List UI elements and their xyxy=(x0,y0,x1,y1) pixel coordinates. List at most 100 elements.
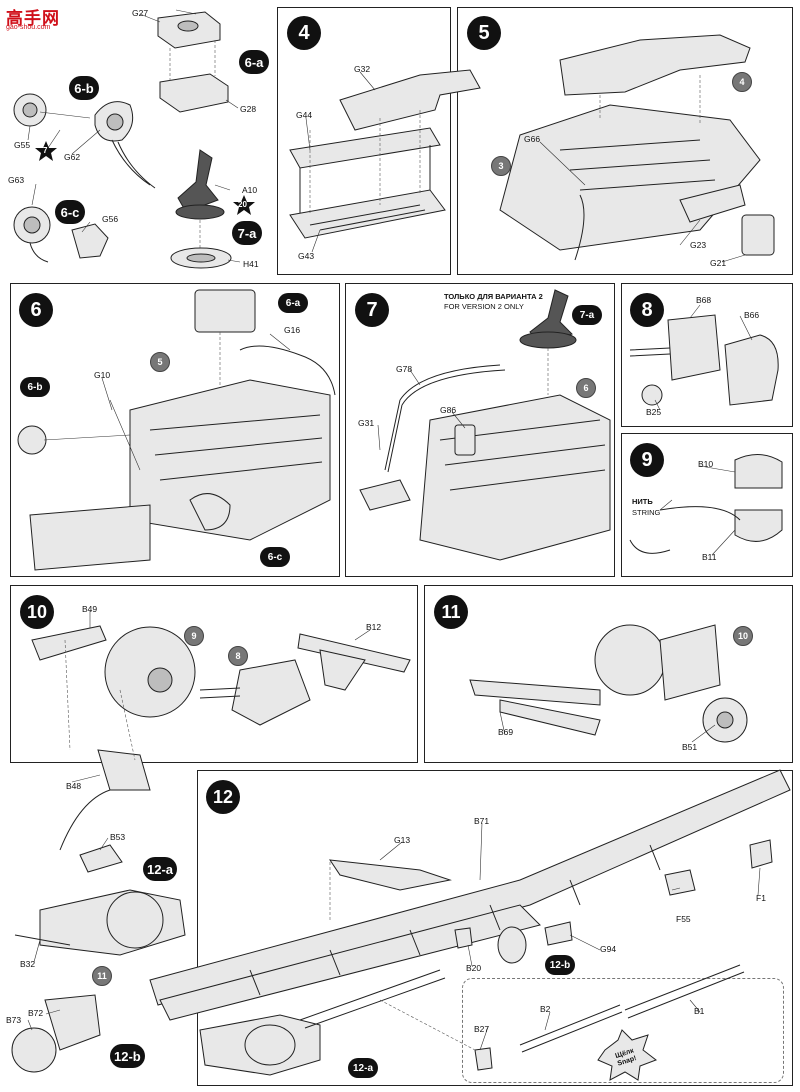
part-label-b72: B72 xyxy=(28,1008,44,1018)
star-icon xyxy=(233,195,255,215)
star-20-label: 20 xyxy=(238,200,247,209)
star-icon xyxy=(35,141,57,161)
part-label-g31: G31 xyxy=(358,418,375,428)
pump-6c-drawing xyxy=(13,206,109,263)
part-label-b71: B71 xyxy=(474,816,490,826)
intake-manifold-drawing xyxy=(289,69,481,239)
ref-step-6: 6 xyxy=(576,378,596,398)
gearbox-step8-drawing xyxy=(629,314,779,406)
part-label-g13: G13 xyxy=(394,835,411,845)
subassembly-12b-ref-step12: 12-b xyxy=(545,955,575,975)
engine-step7-drawing xyxy=(359,289,611,561)
subassembly-6c-ref-step6: 6-c xyxy=(260,547,290,567)
subassembly-6b-tag: 6-b xyxy=(69,76,99,100)
version-note-ru: ТОЛЬКО ДЛЯ ВАРИАНТА 2 xyxy=(444,292,543,301)
version-note-en: FOR VERSION 2 ONLY xyxy=(444,302,524,311)
part-label-g78: G78 xyxy=(396,364,413,374)
part-label-g86: G86 xyxy=(440,405,457,415)
axle-step11-drawing xyxy=(469,624,748,743)
step-8-number: 8 xyxy=(630,293,664,327)
part-label-a10: A10 xyxy=(242,185,258,195)
part-label-g66: G66 xyxy=(524,134,541,144)
part-label-b12: B12 xyxy=(366,622,382,632)
part-label-g43: G43 xyxy=(298,251,315,261)
drum-step9-drawing xyxy=(629,454,783,554)
step-11-number: 11 xyxy=(434,595,468,629)
ref-step-4: 4 xyxy=(732,72,752,92)
part-label-g56: G56 xyxy=(102,214,119,224)
string-note-ru: НИТЬ xyxy=(632,497,653,506)
part-label-b20: B20 xyxy=(466,963,482,973)
part-label-g63: G63 xyxy=(8,175,25,185)
part-label-b69: B69 xyxy=(498,727,514,737)
part-label-g55: G55 xyxy=(14,140,31,150)
part-label-b51: B51 xyxy=(682,742,698,752)
leader-lines xyxy=(27,13,761,1051)
part-label-b2: B2 xyxy=(540,1004,551,1014)
part-label-g62: G62 xyxy=(64,152,81,162)
star-7-marker: 7 xyxy=(34,140,58,162)
engine-step5-drawing xyxy=(499,34,775,261)
ref-step-3: 3 xyxy=(491,156,511,176)
part-label-f55: F55 xyxy=(676,914,691,924)
part-label-h41: H41 xyxy=(243,259,259,269)
part-label-b10: B10 xyxy=(698,459,714,469)
part-label-g27: G27 xyxy=(132,8,149,18)
part-label-g28: G28 xyxy=(240,104,257,114)
engine-step6-drawing xyxy=(17,289,336,571)
part-label-g16: G16 xyxy=(284,325,301,335)
ref-step-11: 11 xyxy=(92,966,112,986)
frame-step12-drawing xyxy=(149,769,791,1076)
shift-boot-drawing xyxy=(170,149,232,269)
ref-step-9: 9 xyxy=(184,626,204,646)
part-label-g32: G32 xyxy=(354,64,371,74)
part-label-b53: B53 xyxy=(110,832,126,842)
star-7-label: 7 xyxy=(43,146,48,155)
part-label-b73: B73 xyxy=(6,1015,22,1025)
part-label-b27: B27 xyxy=(474,1024,490,1034)
subassembly-6b-ref-step6: 6-b xyxy=(20,377,50,397)
step-10-number: 10 xyxy=(20,595,54,629)
part-label-g21: G21 xyxy=(710,258,727,268)
part-label-b48: B48 xyxy=(66,781,82,791)
subassembly-7a-ref-step7: 7-a xyxy=(572,305,602,325)
subassembly-12a-tag: 12-a xyxy=(143,857,178,881)
winch-assembly-12a-drawing xyxy=(11,844,186,1073)
part-label-b68: B68 xyxy=(696,295,712,305)
part-label-f1: F1 xyxy=(756,893,766,903)
turbo-6b-drawing xyxy=(13,93,156,189)
part-label-g44: G44 xyxy=(296,110,313,120)
subassembly-6a-tag: 6-a xyxy=(239,50,269,74)
site-logo: 高手网 gao-shou.com xyxy=(4,4,74,32)
subassembly-12b-tag: 12-b xyxy=(110,1044,145,1068)
string-note-en: STRING xyxy=(632,508,661,517)
winch-step10-drawing xyxy=(31,625,411,851)
part-label-b1: B1 xyxy=(694,1006,705,1016)
step-12-number: 12 xyxy=(206,780,240,814)
part-label-b25: B25 xyxy=(646,407,662,417)
subassembly-6a-ref-step6: 6-a xyxy=(278,293,308,313)
part-label-g10: G10 xyxy=(94,370,111,380)
ref-step-8: 8 xyxy=(228,646,248,666)
part-label-b11: B11 xyxy=(702,552,717,562)
step-5-number: 5 xyxy=(467,16,501,50)
logo-title: 高手网 xyxy=(6,9,60,28)
ref-step-5: 5 xyxy=(150,352,170,372)
part-label-g23: G23 xyxy=(690,240,707,250)
part-label-b32: B32 xyxy=(20,959,36,969)
step-6-number: 6 xyxy=(19,293,53,327)
step-4-number: 4 xyxy=(287,16,321,50)
step-9-number: 9 xyxy=(630,443,664,477)
step-7-number: 7 xyxy=(355,293,389,327)
click-burst-shape xyxy=(597,1029,658,1081)
reservoir-drawing xyxy=(157,9,239,113)
subassembly-12a-ref-step12: 12-a xyxy=(348,1058,378,1078)
part-label-b66: B66 xyxy=(744,310,760,320)
star-20-marker: 20 xyxy=(232,194,256,216)
subassembly-6c-tag: 6-c xyxy=(55,200,85,224)
ref-step-10: 10 xyxy=(733,626,753,646)
part-label-g94: G94 xyxy=(600,944,617,954)
subassembly-7a-tag: 7-a xyxy=(232,221,262,245)
part-label-b49: B49 xyxy=(82,604,98,614)
